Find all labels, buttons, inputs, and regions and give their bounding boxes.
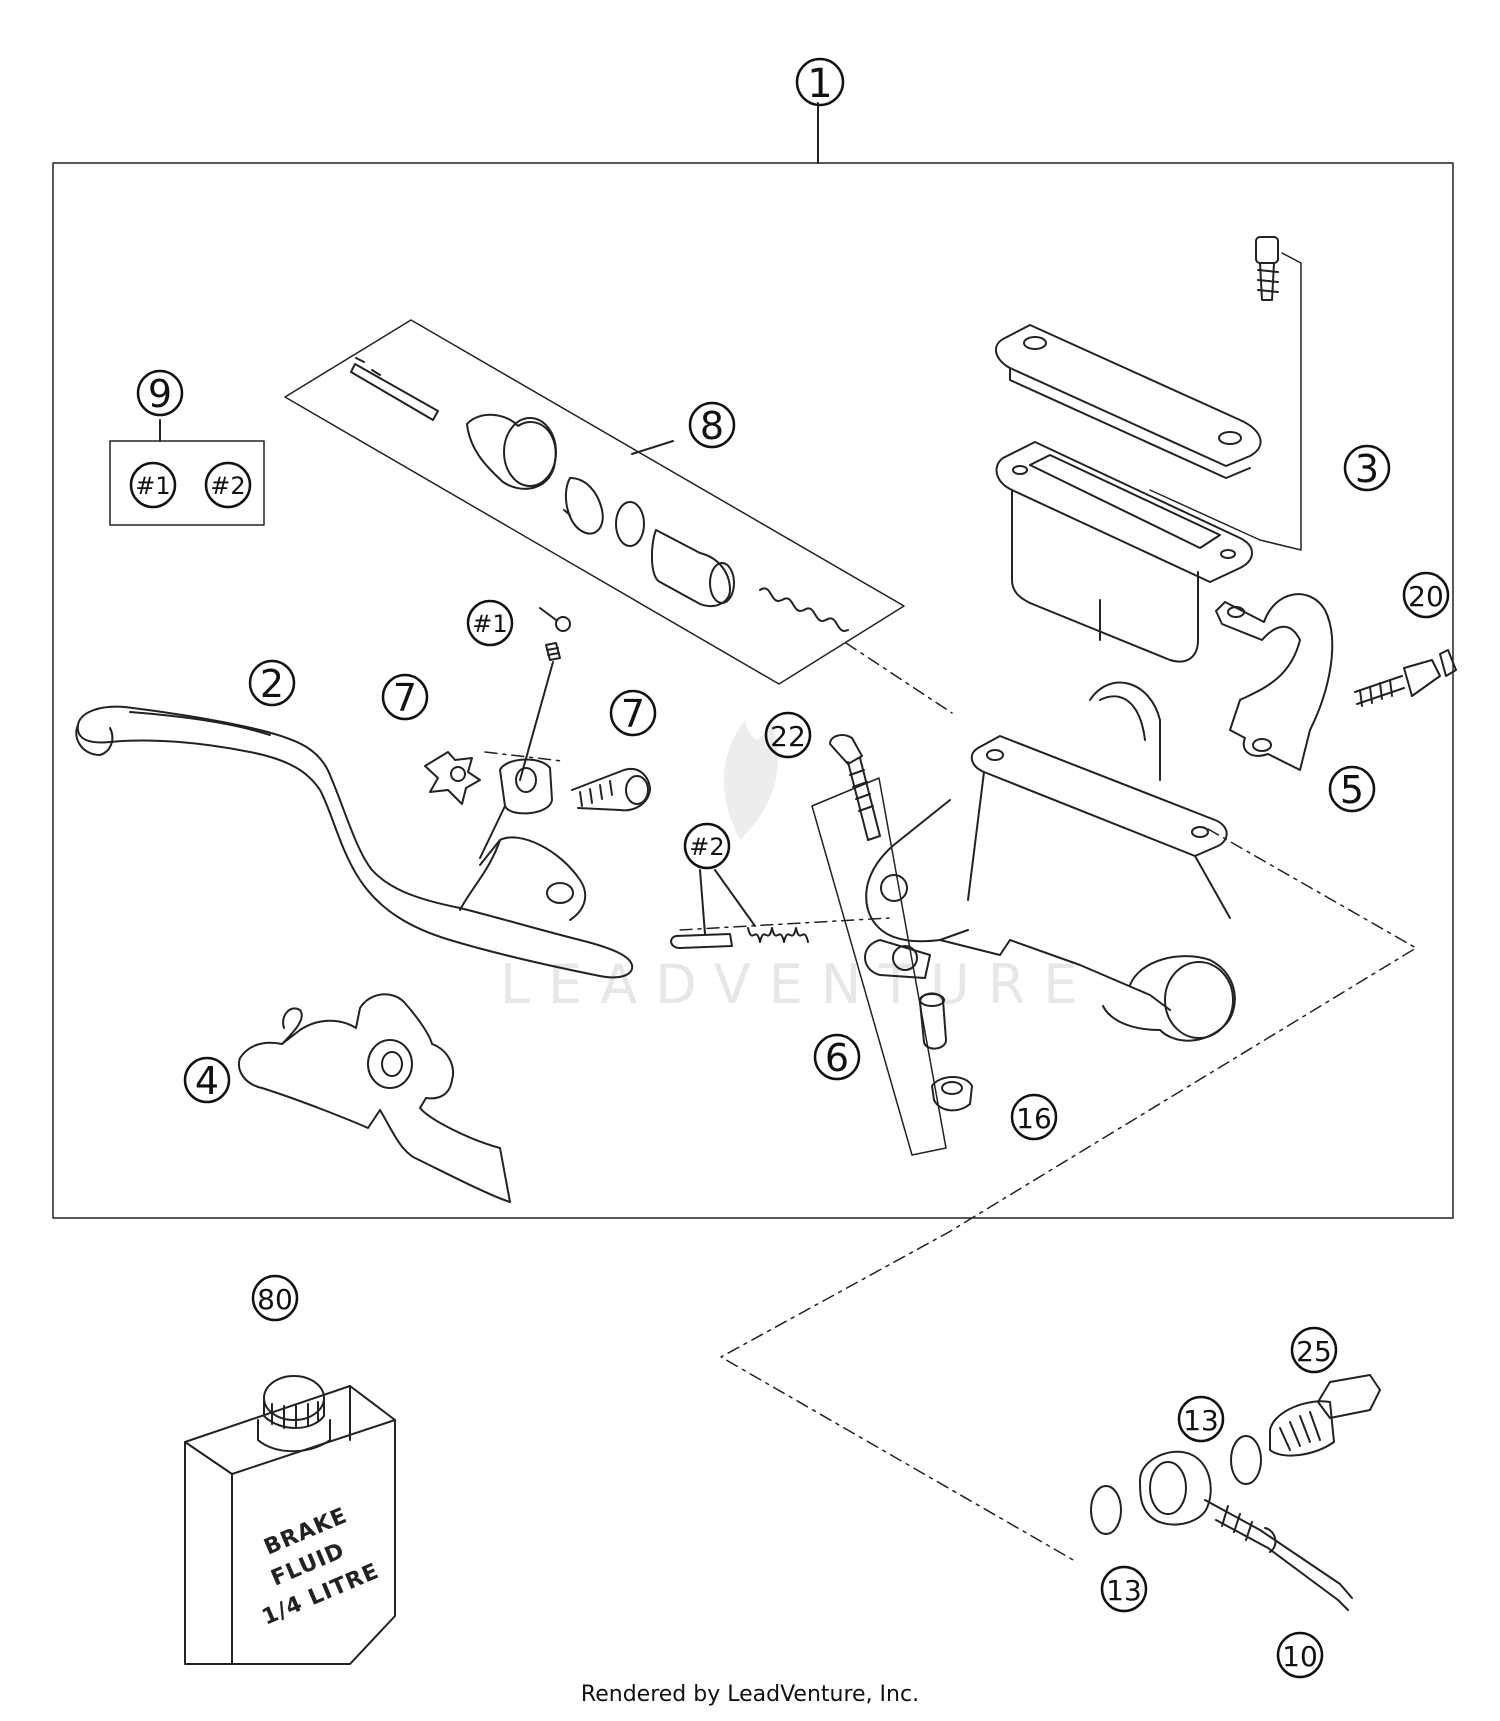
brake-hose	[1204, 1499, 1353, 1611]
callout-16: 16	[1016, 1102, 1052, 1135]
assembly-frame	[52, 102, 1454, 1219]
leader-lines	[484, 642, 1417, 1562]
adjuster-screw	[571, 767, 651, 812]
kit-9-frame	[109, 419, 265, 526]
return-spring	[747, 927, 809, 943]
callout-9: 9	[148, 372, 172, 416]
piston-spring	[759, 587, 849, 632]
washer-lower	[1090, 1485, 1122, 1535]
callout-5: 5	[1340, 768, 1364, 812]
callout-7-screw: 7	[621, 692, 645, 736]
circlip	[563, 477, 604, 535]
master-cylinder-body	[864, 681, 1236, 1042]
brake-fluid-label: BRAKE FLUID 1/4 LITRE	[259, 1503, 383, 1630]
callout-hash-2: #2	[689, 833, 724, 861]
lever-pivot-block	[479, 758, 553, 859]
callout-13-lower: 13	[1106, 1574, 1142, 1607]
leadventure-watermark: LEADVENTURE	[500, 720, 1095, 1016]
handlebar-clamp	[1215, 593, 1334, 771]
callout-8: 8	[700, 404, 724, 448]
banjo-eye	[1139, 1450, 1212, 1526]
banjo-bolt	[1269, 1374, 1381, 1457]
callout-4: 4	[195, 1059, 219, 1103]
brake-fluid-bottle	[184, 1375, 396, 1665]
bushing-6	[919, 992, 947, 1050]
callout-6: 6	[825, 1036, 849, 1080]
reservoir-bracket-line	[1149, 252, 1302, 551]
piston-kit-frame	[284, 319, 905, 685]
brake-lever	[75, 705, 634, 979]
callout-3: 3	[1355, 447, 1379, 491]
reservoir-gasket	[995, 441, 1253, 583]
kit-9-item-2: #2	[210, 472, 245, 500]
set-screw-and-ball	[519, 607, 571, 781]
callout-80: 80	[257, 1283, 293, 1316]
pivot-pin	[670, 933, 733, 949]
piston	[650, 529, 735, 608]
kit-9-item-1: #1	[135, 472, 170, 500]
kit-2-leader	[699, 869, 756, 935]
callout-hash-1: #1	[472, 610, 507, 638]
callout-22: 22	[770, 720, 806, 753]
reservoir-body	[1011, 489, 1199, 663]
nut-16	[931, 1076, 973, 1112]
callout-2: 2	[260, 662, 284, 706]
callout-13-upper: 13	[1183, 1404, 1219, 1437]
bolt-22	[829, 734, 881, 841]
callout-1: 1	[807, 61, 832, 107]
adjuster-knob	[424, 751, 481, 805]
callout-10: 10	[1282, 1640, 1318, 1673]
callout-7-knob: 7	[393, 676, 417, 720]
reservoir-cover	[995, 324, 1262, 479]
lever-guard	[238, 993, 511, 1203]
o-ring	[615, 501, 645, 547]
bolt-22-frame	[811, 777, 947, 1156]
reservoir-bolt	[1255, 236, 1279, 301]
callout-20: 20	[1408, 580, 1444, 613]
render-credit: Rendered by LeadVenture, Inc.	[580, 1682, 920, 1707]
piston-rod	[350, 357, 439, 421]
callout-25: 25	[1296, 1335, 1332, 1368]
watermark-text: LEADVENTURE	[500, 953, 1095, 1016]
clamp-bolt	[1354, 649, 1457, 707]
washer-upper	[1230, 1435, 1262, 1485]
piston-boot	[466, 413, 557, 490]
